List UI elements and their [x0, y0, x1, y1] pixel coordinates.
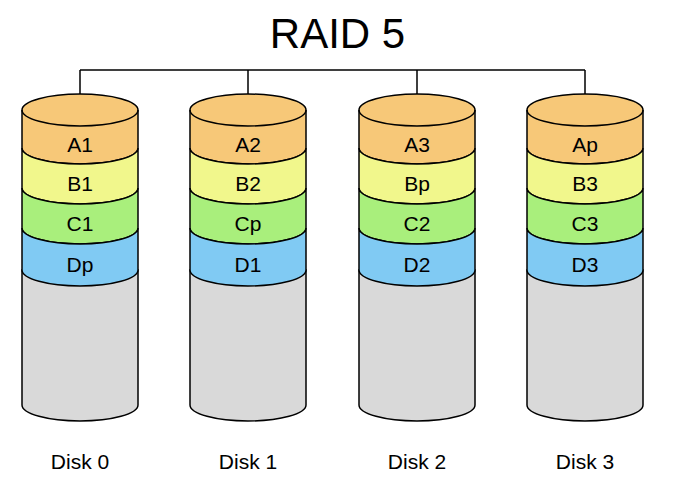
- stripe-text-area: Ap: [527, 126, 643, 164]
- cylinder-rim: [190, 110, 306, 126]
- stripe-text-area: D2: [359, 244, 475, 286]
- stripe-block: A3: [359, 94, 475, 164]
- stripe-block: D1: [190, 212, 306, 286]
- cylinder-rim: [359, 110, 475, 126]
- block-label: Dp: [67, 253, 94, 277]
- cylinder-rim: [527, 110, 643, 126]
- stripe-body: [527, 148, 643, 204]
- stripe-text-area: A3: [359, 126, 475, 164]
- stripe-body: [22, 94, 138, 164]
- stripe-body: [22, 228, 138, 286]
- stripe-text-area: Cp: [190, 204, 306, 244]
- stripe-body: [190, 94, 306, 164]
- stripe-text-area: C1: [22, 204, 138, 244]
- stripe-block: Dp: [22, 212, 138, 286]
- stripe-text-area: A1: [22, 126, 138, 164]
- stripe-body: [190, 228, 306, 286]
- block-label: C1: [67, 212, 94, 236]
- stripe-block: B1: [22, 132, 138, 204]
- stripe-body: [359, 94, 475, 164]
- cylinder-body: [190, 270, 306, 421]
- bus-line: [80, 70, 585, 94]
- stripe-block: D3: [527, 212, 643, 286]
- block-label: C2: [404, 212, 431, 236]
- stripe-block: A2: [190, 94, 306, 164]
- block-label: Cp: [235, 212, 262, 236]
- stripe-block: Cp: [190, 172, 306, 244]
- stripe-body: [359, 148, 475, 204]
- cylinder-body: [22, 270, 138, 421]
- stripe-body: [527, 188, 643, 244]
- disk-label: Disk 2: [339, 450, 495, 474]
- block-label: A2: [235, 133, 261, 157]
- block-label: B3: [572, 172, 598, 196]
- stripe-text-area: D3: [527, 244, 643, 286]
- block-label: B2: [235, 172, 261, 196]
- block-label: C3: [572, 212, 599, 236]
- stripe-block: A1: [22, 94, 138, 164]
- stripe-body: [22, 148, 138, 204]
- disk-label: Disk 0: [2, 450, 158, 474]
- stripe-text-area: D1: [190, 244, 306, 286]
- stripe-block: B3: [527, 132, 643, 204]
- stripe-block: B2: [190, 132, 306, 204]
- disk-cylinder: Disk 0A1B1C1Dp: [22, 94, 138, 484]
- stripe-body: [359, 188, 475, 244]
- stripe-block: Bp: [359, 132, 475, 204]
- stripe-text-area: B3: [527, 164, 643, 204]
- disk-cylinder: Disk 2A3BpC2D2: [359, 94, 475, 484]
- stripe-text-area: A2: [190, 126, 306, 164]
- cylinder-rim: [22, 110, 138, 126]
- stripe-body: [359, 228, 475, 286]
- stripe-body: [22, 188, 138, 244]
- block-label: Bp: [404, 172, 430, 196]
- disk-cylinder: Disk 1A2B2CpD1: [190, 94, 306, 484]
- cylinder-body: [359, 270, 475, 421]
- stripe-text-area: C2: [359, 204, 475, 244]
- stripe-text-area: Dp: [22, 244, 138, 286]
- disk-label: Disk 3: [507, 450, 663, 474]
- disk-cylinder: Disk 3ApB3C3D3: [527, 94, 643, 484]
- diagram-title: RAID 5: [0, 8, 675, 60]
- stripe-block: C3: [527, 172, 643, 244]
- block-label: A1: [67, 133, 93, 157]
- stripe-body: [190, 148, 306, 204]
- stripe-body: [190, 188, 306, 244]
- stripe-text-area: B2: [190, 164, 306, 204]
- block-label: D2: [404, 253, 431, 277]
- cylinder-body: [527, 270, 643, 421]
- block-label: Ap: [572, 133, 598, 157]
- stripe-block: Ap: [527, 94, 643, 164]
- disk-label: Disk 1: [170, 450, 326, 474]
- stripe-block: C1: [22, 172, 138, 244]
- stripe-body: [527, 94, 643, 164]
- stripe-text-area: B1: [22, 164, 138, 204]
- stripe-text-area: C3: [527, 204, 643, 244]
- block-label: B1: [67, 172, 93, 196]
- stripe-body: [527, 228, 643, 286]
- stripe-block: C2: [359, 172, 475, 244]
- stripe-block: D2: [359, 212, 475, 286]
- stripe-text-area: Bp: [359, 164, 475, 204]
- block-label: D3: [572, 253, 599, 277]
- block-label: D1: [235, 253, 262, 277]
- block-label: A3: [404, 133, 430, 157]
